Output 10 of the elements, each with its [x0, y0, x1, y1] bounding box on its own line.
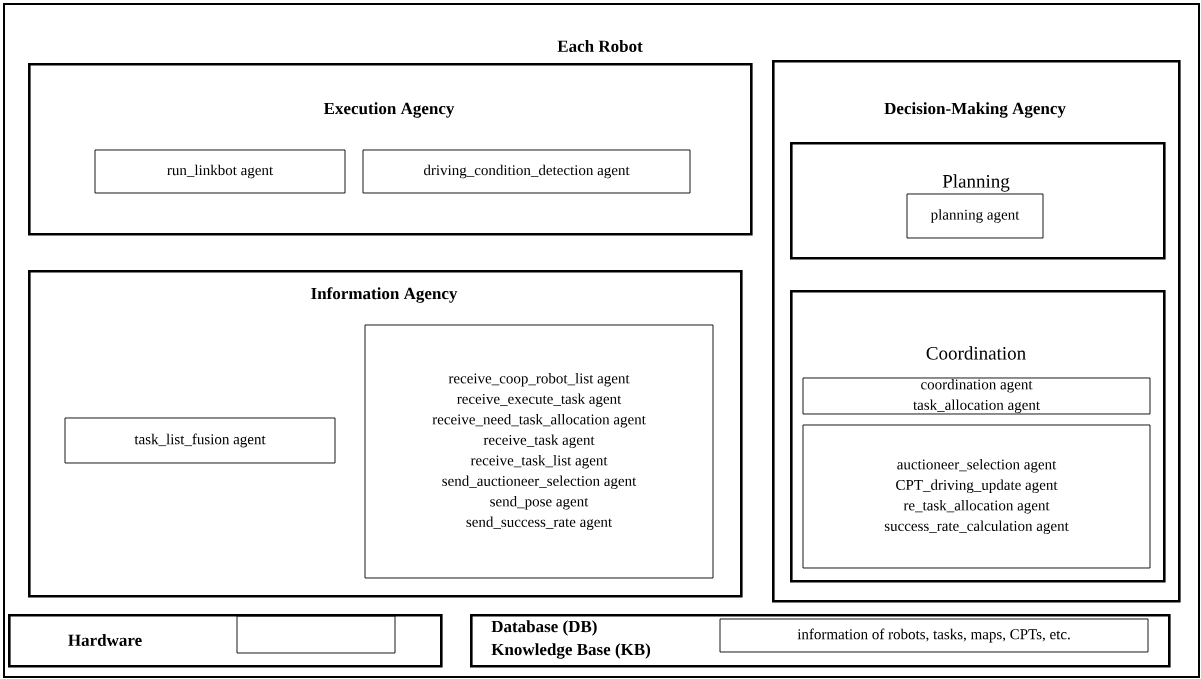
empty-box — [236, 615, 396, 654]
agent-box: receive_coop_robot_list agent receive_execute_task agent receive_need_task_allocation agent receive_task agent receive_task_list agent send_auctioneer_selection agent send_pose agent send_success_rate agent — [364, 324, 714, 579]
agent-box: auctioneer_selection agent CPT_driving_update agent re_task_allocation agent success_rate_calculation agent — [802, 424, 1151, 569]
agent-box: coordination agent task_allocation agent — [802, 377, 1151, 415]
agent-box: planning agent — [906, 193, 1044, 239]
agency-panel: Hardware — [8, 614, 443, 668]
agent-box: run_linkbot agent — [94, 149, 346, 194]
agent-box: driving_condition_detection agent — [362, 149, 691, 194]
agent-box: information of robots, tasks, maps, CPTs, etc. — [719, 618, 1149, 653]
agent-box: task_list_fusion agent — [64, 417, 336, 464]
